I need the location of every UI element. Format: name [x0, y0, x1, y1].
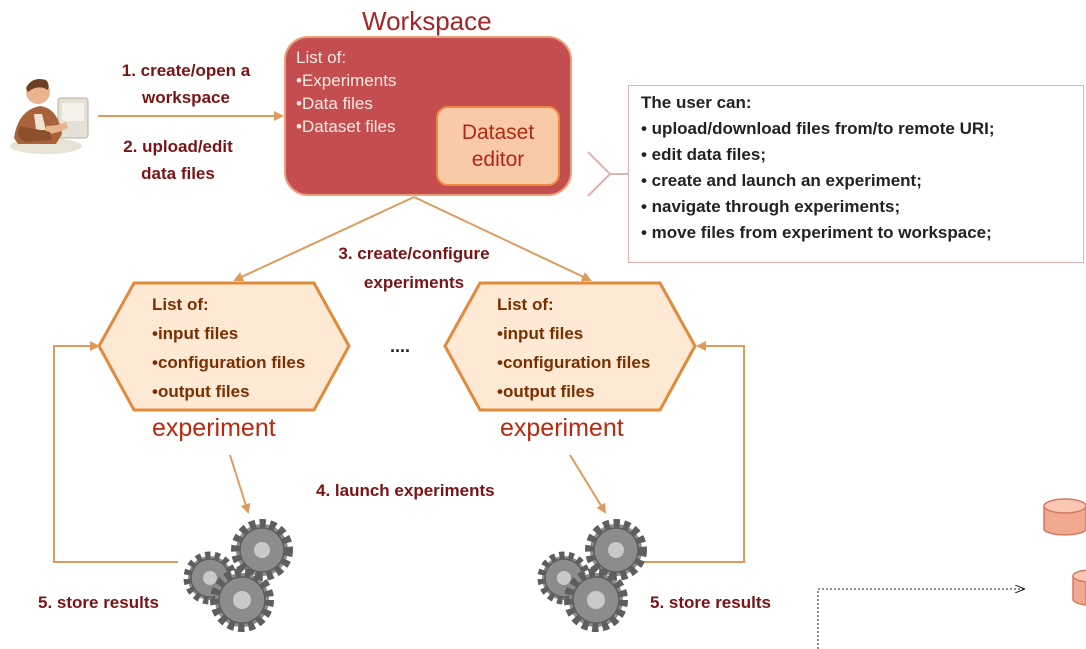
info-bracket	[587, 151, 612, 197]
workspace-item: •Data files	[296, 94, 373, 113]
user-at-computer-icon	[10, 79, 89, 154]
gears-icon	[537, 519, 647, 632]
step-5-label-left: 5. store results	[38, 593, 159, 612]
store-loop-left	[53, 341, 178, 563]
experiment-item: •configuration files	[497, 353, 651, 372]
experiment-2-label: experiment	[500, 414, 624, 442]
more-experiments-ellipsis: ....	[390, 336, 411, 356]
dotted-connector	[817, 589, 1024, 649]
experiment-hexagon-2	[443, 281, 697, 412]
workspace-item: •Experiments	[296, 71, 397, 90]
experiment-2-list: List of: •input files •configuration fil…	[497, 290, 650, 406]
experiment-list-heading: List of:	[497, 295, 554, 314]
experiment-1-list: List of: •input files •configuration fil…	[152, 290, 305, 406]
capability-item: • navigate through experiments;	[641, 197, 901, 216]
database-icon	[1043, 498, 1086, 536]
capability-item: • upload/download files from/to remote U…	[641, 119, 995, 138]
experiment-item: •input files	[497, 324, 584, 343]
dataset-editor-box[interactable]: Dataset editor	[436, 106, 560, 186]
step-4-label: 4. launch experiments	[316, 481, 495, 500]
dataset-editor-label-2: editor	[471, 148, 525, 171]
dataset-editor-label-1: Dataset	[461, 121, 535, 144]
database-icon	[1072, 569, 1086, 606]
experiment-item: •output files	[152, 382, 250, 401]
arrow-launch-1	[229, 454, 251, 514]
workspace-list-heading: List of:	[296, 48, 347, 67]
step-5-label-right: 5. store results	[650, 593, 771, 612]
workspace-list: List of: •Experiments •Data files •Datas…	[296, 46, 396, 138]
store-loop-right	[640, 341, 745, 563]
step-2-label: 2. upload/edit data files	[123, 137, 233, 183]
step-3-label: 3. create/configure experiments	[338, 244, 490, 292]
capability-item: • edit data files;	[641, 145, 766, 164]
gears-icon	[183, 519, 293, 632]
arrow-workspace-to-exp2	[413, 196, 592, 282]
experiment-item: •configuration files	[152, 353, 306, 372]
arrow-workspace-to-exp1	[233, 196, 415, 282]
experiment-item: •input files	[152, 324, 239, 343]
capability-item: • create and launch an experiment;	[641, 171, 922, 190]
step-1-label: 1. create/open a workspace	[121, 61, 251, 107]
capability-item: • move files from experiment to workspac…	[641, 223, 992, 242]
experiment-1-label: experiment	[152, 414, 276, 442]
experiment-item: •output files	[497, 382, 595, 401]
user-capabilities-box: The user can: • upload/download files fr…	[628, 85, 1084, 263]
arrow-launch-2	[569, 454, 607, 514]
experiment-list-heading: List of:	[152, 295, 209, 314]
workspace-title: Workspace	[362, 6, 492, 36]
capabilities-heading: The user can:	[641, 93, 752, 112]
workspace-item: •Dataset files	[296, 117, 396, 136]
